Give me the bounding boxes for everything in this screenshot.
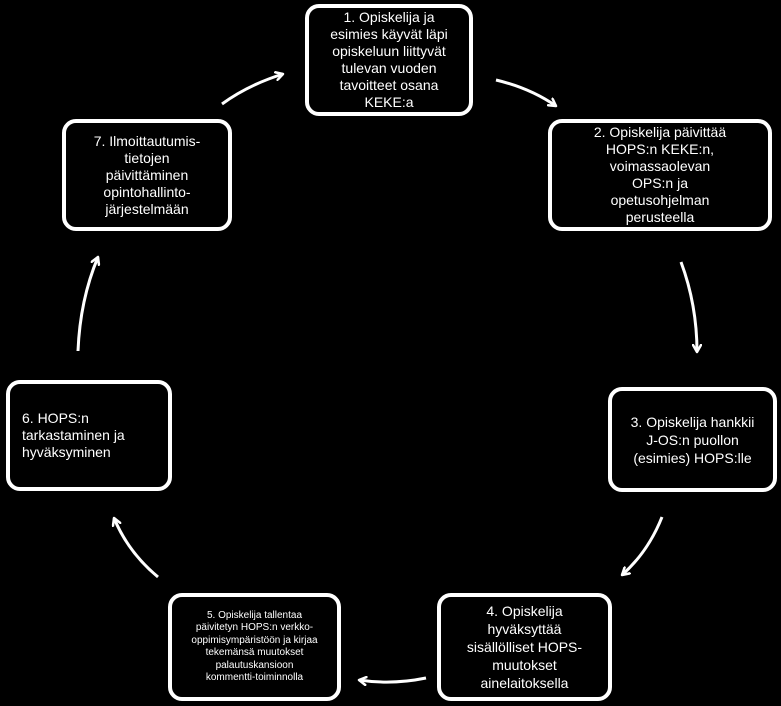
arrow-5-to-6 <box>114 518 159 579</box>
arrow-4-to-5 <box>359 678 427 682</box>
arrow-1-to-2 <box>495 78 556 106</box>
arrow-6-to-7 <box>76 257 98 352</box>
arrow-7-to-1 <box>221 74 283 106</box>
arrow-3-to-4 <box>622 516 664 575</box>
arrow-2-to-3 <box>679 261 697 352</box>
